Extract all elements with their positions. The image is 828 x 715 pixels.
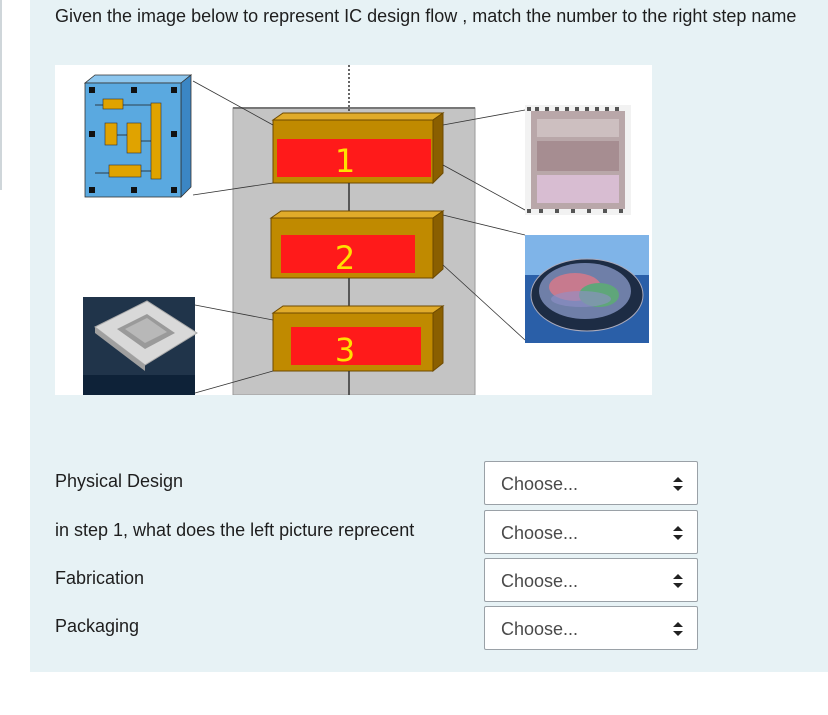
match-item-label: Fabrication (55, 568, 145, 588)
answer-select-physical-design[interactable]: Choose... (484, 461, 698, 505)
updown-arrow-icon (673, 477, 683, 491)
match-item-label: Physical Design (55, 471, 184, 491)
updown-arrow-icon (673, 526, 683, 540)
match-row-fabrication: Fabrication Choose... (55, 558, 700, 602)
connector-lines (192, 80, 526, 394)
updown-arrow-icon (673, 574, 683, 588)
match-item-label: Packaging (55, 616, 140, 636)
answer-select-packaging[interactable]: Choose... (484, 606, 698, 650)
ic-design-flow-figure: 1 2 3 (55, 65, 652, 395)
select-value: Choose... (501, 474, 579, 494)
match-row-physical-design: Physical Design Choose... (55, 461, 700, 505)
answer-select-step-1-left-picture[interactable]: Choose... (484, 510, 698, 554)
match-row-packaging: Packaging Choose... (55, 606, 700, 650)
question-prompt: Given the image below to represent IC de… (55, 6, 797, 26)
wafer-picture (525, 235, 649, 343)
select-value: Choose... (501, 619, 579, 639)
updown-arrow-icon (673, 622, 683, 636)
step-label-1: 1 (335, 142, 355, 180)
step-box-2: 2 (269, 210, 445, 280)
left-border (0, 0, 2, 190)
step-box-3: 3 (271, 305, 445, 373)
match-item-label: in step 1, what does the left picture re… (55, 520, 415, 540)
chip-layout-picture (525, 105, 631, 215)
chip-package-picture (83, 297, 198, 395)
select-value: Choose... (501, 523, 579, 543)
select-value: Choose... (501, 571, 579, 591)
answer-select-fabrication[interactable]: Choose... (484, 558, 698, 602)
step-label-2: 2 (335, 239, 355, 277)
step-box-1: 1 (271, 112, 445, 185)
match-row-step-1-left-picture: in step 1, what does the left picture re… (55, 510, 700, 554)
flow-diagram: 1 2 3 (83, 65, 649, 395)
step-label-3: 3 (335, 331, 355, 369)
cube-schematic-picture (83, 74, 193, 198)
